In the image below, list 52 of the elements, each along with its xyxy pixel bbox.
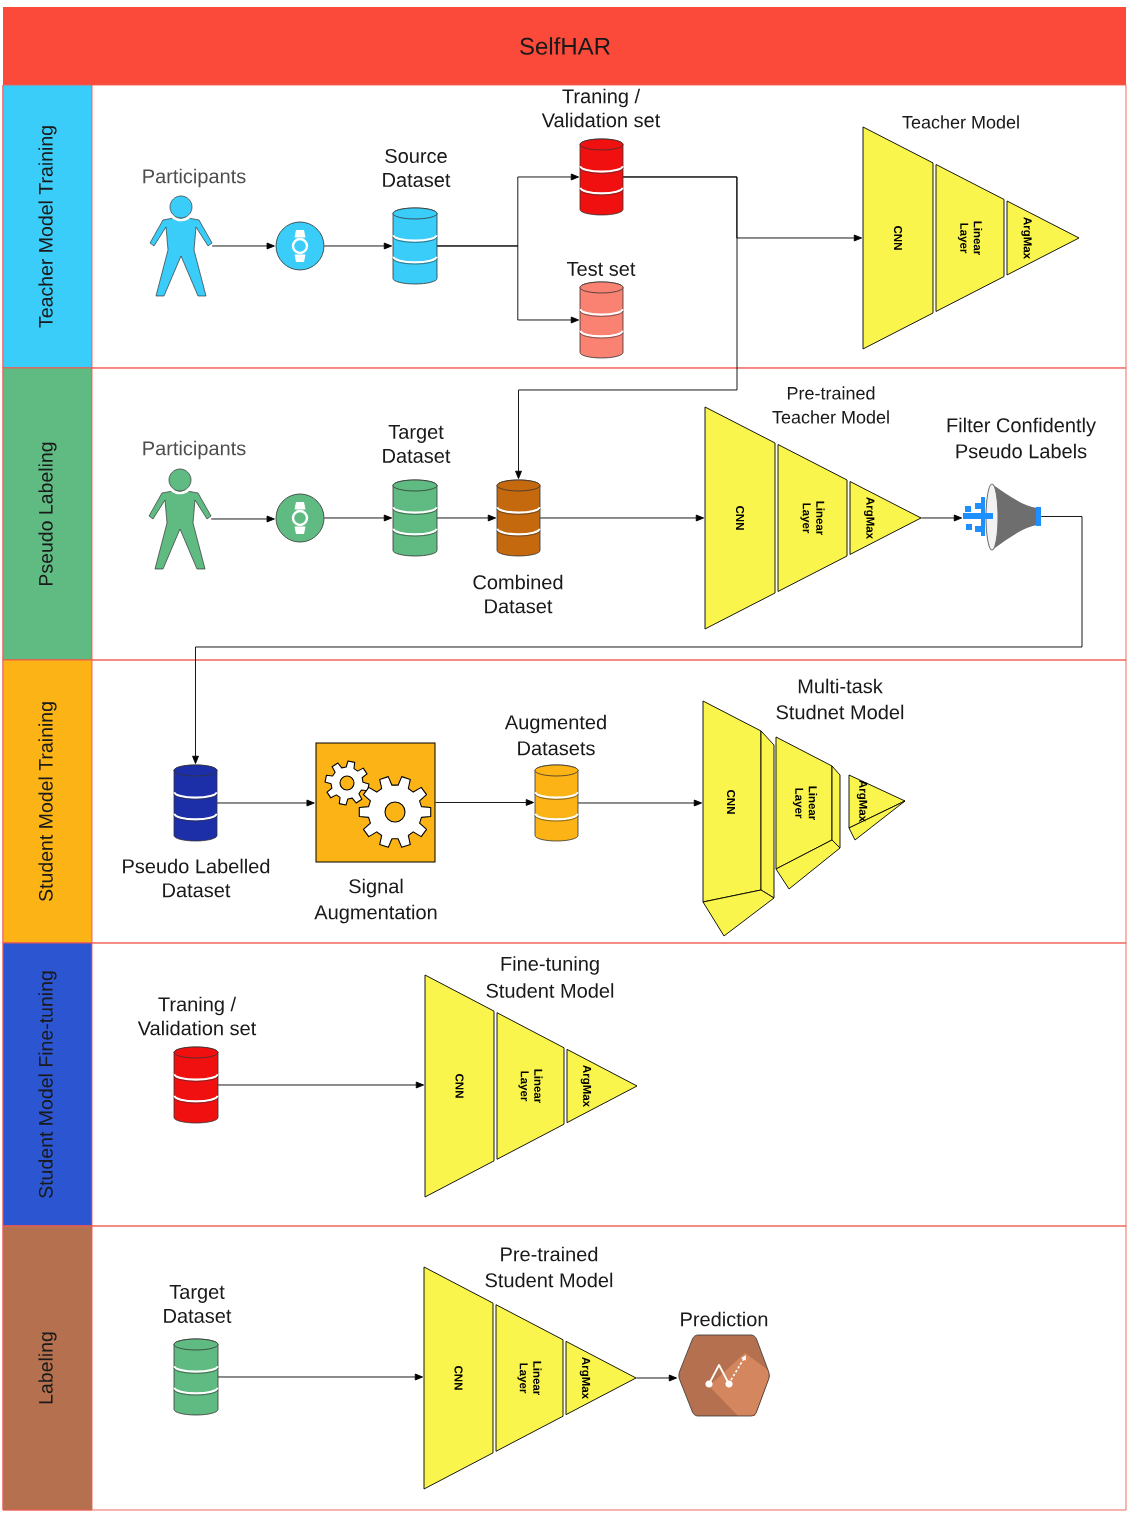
layer-block: CNN [702, 700, 775, 937]
title-bar: SelfHAR [3, 7, 1126, 85]
layer-triangle: ArgMax [566, 1048, 638, 1124]
node-label: Pre-trained Student Model [485, 1246, 613, 1288]
arrow [217, 1373, 423, 1381]
lane-label: Pseudo Labeling [2, 367, 93, 661]
node-label: Prediction [681, 1311, 768, 1327]
layer-wedge: ArgMax [848, 774, 906, 841]
arrow [436, 245, 580, 324]
layer-triangle: ArgMax [849, 481, 922, 555]
node-label: Fine-tuning Student Model [486, 956, 614, 998]
node-label: Participants [143, 168, 246, 188]
node-label: Augmented Datasets [504, 714, 606, 756]
watch-icon [275, 493, 325, 543]
lane-label: Teacher Model Training [2, 84, 93, 369]
layer-trapezoid: Linear Layer [777, 444, 848, 592]
arrow [920, 514, 963, 522]
watch-icon [275, 221, 325, 271]
node-label: Pseudo Labelled Dataset [123, 858, 270, 898]
arrow [192, 516, 1083, 764]
layer-trapezoid: Linear Layer [496, 1012, 565, 1160]
node-label: Signal Augmentation [314, 878, 437, 924]
node-label: Target Dataset [164, 1285, 232, 1323]
arrow [436, 514, 496, 522]
layer-trapezoid: Linear Layer [935, 164, 1005, 312]
node-label: Source Dataset [383, 148, 451, 188]
node-label: Target Dataset [383, 425, 451, 463]
arrow [539, 514, 704, 522]
arrow [635, 1374, 678, 1382]
node-label: Multi-task Studnet Model [776, 678, 904, 720]
node-label: Traning / Validation set [541, 88, 661, 128]
layer-trapezoid: Linear Layer [495, 1304, 564, 1452]
arrow [435, 799, 534, 806]
layer-block: Linear Layer [775, 736, 841, 890]
node-label: Traning / Validation set [137, 996, 257, 1036]
arrow [216, 799, 315, 807]
lane-label: Student Model Fine-tuning [2, 942, 93, 1227]
node-label: Participants [143, 440, 246, 460]
arrow [217, 1081, 424, 1089]
node-label: Combined Dataset [473, 574, 563, 614]
arrow [210, 515, 275, 523]
lane-label: Labeling [2, 1225, 93, 1511]
layer-triangle: ArgMax [565, 1340, 637, 1416]
arrow [323, 514, 392, 522]
arrow [515, 176, 738, 479]
arrow [211, 242, 275, 250]
lane-label: Student Model Training [2, 659, 93, 944]
arrow [577, 799, 703, 807]
node-label: Test set [567, 262, 636, 276]
arrow [323, 242, 392, 250]
node-label: Filter Confidently Pseudo Labels [947, 417, 1096, 459]
layer-triangle: ArgMax [1006, 200, 1080, 276]
